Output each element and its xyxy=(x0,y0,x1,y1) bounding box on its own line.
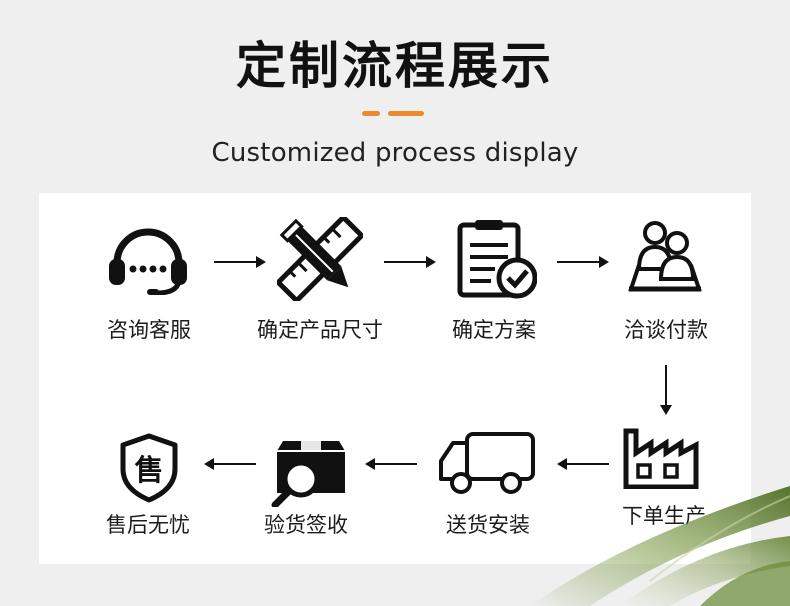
factory-icon xyxy=(623,427,699,489)
meeting-users-icon xyxy=(627,217,703,293)
arrow-left-icon xyxy=(557,457,609,471)
ruler-pencil-icon xyxy=(277,217,363,301)
page-subtitle: Customized process display xyxy=(0,138,790,168)
step-label: 咨询客服 xyxy=(107,314,191,344)
arrow-right-icon xyxy=(557,255,609,269)
delivery-truck-icon xyxy=(437,431,537,495)
step-label: 送货安装 xyxy=(446,509,530,539)
arrow-down-icon xyxy=(659,365,673,415)
step-label: 确定产品尺寸 xyxy=(257,314,383,344)
step-label: 下单生产 xyxy=(622,500,706,530)
divider-dash xyxy=(362,111,380,116)
divider-dash xyxy=(388,111,424,116)
step-label: 确定方案 xyxy=(452,314,536,344)
box-magnifier-icon xyxy=(271,431,351,507)
arrow-right-icon xyxy=(384,255,436,269)
arrow-right-icon xyxy=(214,255,266,269)
arrow-left-icon xyxy=(204,457,256,471)
process-panel: 咨询客服 确定产品尺寸 确定方案 xyxy=(39,193,751,564)
shield-badge-icon: 售 xyxy=(118,433,180,503)
title-divider xyxy=(362,111,432,117)
headset-icon xyxy=(107,219,189,295)
step-label: 验货签收 xyxy=(264,509,348,539)
clipboard-check-icon xyxy=(457,219,537,299)
step-label: 售后无忧 xyxy=(106,509,190,539)
badge-text: 售 xyxy=(118,447,180,489)
step-label: 洽谈付款 xyxy=(624,314,708,344)
page-title: 定制流程展示 xyxy=(0,26,790,98)
arrow-left-icon xyxy=(365,457,417,471)
